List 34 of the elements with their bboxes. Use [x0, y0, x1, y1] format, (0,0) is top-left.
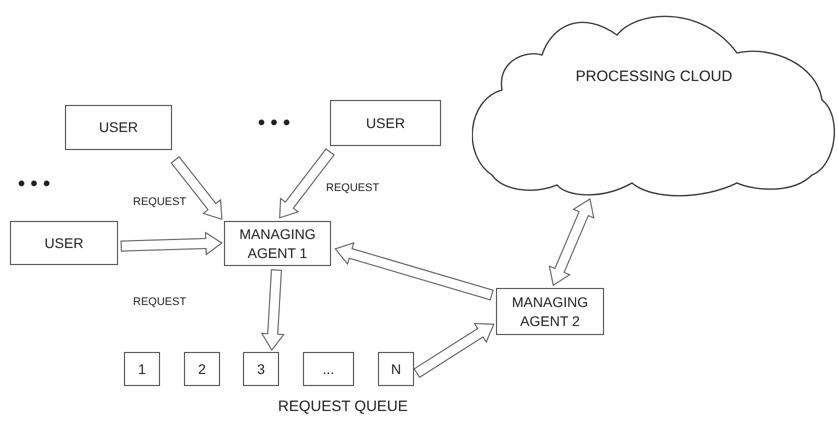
- arrow: [170, 156, 222, 220]
- box-label: ...: [322, 360, 334, 378]
- process-box: [184, 352, 220, 386]
- process-box: [303, 352, 354, 386]
- box-label: 3: [257, 360, 265, 378]
- box-label: 2: [198, 360, 206, 378]
- box-label: N: [390, 360, 402, 378]
- double-arrow: [548, 198, 594, 286]
- process-box: [224, 221, 331, 266]
- box-label: MANAGING AGENT 1: [238, 225, 317, 262]
- arrow: [260, 269, 285, 351]
- request-label: REQUEST: [133, 296, 186, 308]
- box-label: USER: [99, 118, 138, 137]
- box-label: MANAGING AGENT 2: [510, 293, 590, 330]
- box-label: 1: [138, 360, 146, 378]
- request-label: REQUEST: [326, 182, 380, 194]
- cloud-label: PROCESSING CLOUD: [576, 67, 732, 86]
- arrow: [120, 232, 223, 256]
- arrow: [334, 242, 494, 300]
- process-box: [243, 352, 279, 386]
- request-label: REQUEST: [133, 196, 186, 208]
- process-box: [124, 352, 160, 386]
- process-box: [378, 352, 414, 386]
- process-box: [10, 221, 118, 265]
- box-label: USER: [44, 234, 84, 252]
- process-box: [330, 100, 441, 146]
- process-box: [65, 105, 172, 150]
- box-label: USER: [366, 114, 405, 132]
- arrow: [414, 322, 495, 378]
- ellipsis-text: • • •: [18, 173, 50, 196]
- process-box: [496, 288, 604, 335]
- queue-caption: REQUEST QUEUE: [278, 398, 408, 415]
- arrow: [279, 148, 335, 219]
- ellipsis-text: • • •: [258, 112, 290, 135]
